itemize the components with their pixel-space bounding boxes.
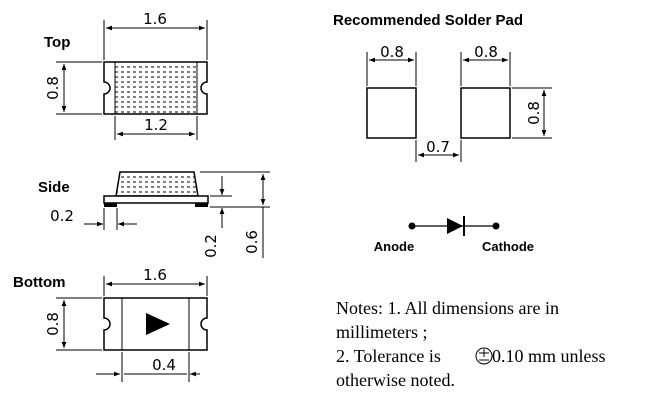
top-view-label: Top bbox=[44, 34, 70, 51]
plus-minus-icon bbox=[475, 347, 493, 365]
notes-line-1: Notes: 1. All dimensions are in bbox=[336, 298, 559, 318]
notes-line-3b: 0.10 mm unless bbox=[492, 346, 606, 366]
pad-left-width-dim: 0.8 bbox=[380, 43, 404, 61]
pad-height-dim: 0.8 bbox=[525, 101, 543, 125]
bottom-view-label: Bottom bbox=[13, 274, 66, 291]
top-width-dim: 1.6 bbox=[143, 10, 167, 28]
side-view-dome bbox=[115, 171, 199, 197]
anode-terminal bbox=[408, 222, 416, 230]
bottom-width-dim: 1.6 bbox=[143, 266, 167, 284]
cathode-terminal bbox=[492, 222, 500, 230]
notes-line-2: millimeters ; bbox=[336, 322, 428, 342]
side-body-dim: 0.2 bbox=[202, 234, 220, 258]
notes-line-3a: 2. Tolerance is bbox=[336, 346, 441, 366]
side-pad-dim: 0.2 bbox=[50, 207, 74, 225]
solder-pad-left bbox=[366, 87, 417, 139]
pad-gap-dim: 0.7 bbox=[426, 138, 450, 156]
diode-symbol: Anode Cathode bbox=[374, 216, 534, 254]
top-view: 1.6 0.8 1.2 bbox=[44, 10, 208, 140]
side-height-dim: 0.6 bbox=[243, 230, 261, 254]
anode-label: Anode bbox=[374, 239, 414, 254]
diode-triangle-icon bbox=[447, 218, 463, 234]
side-left-pad bbox=[104, 203, 117, 207]
bottom-height-dim: 0.8 bbox=[44, 312, 62, 336]
side-right-pad bbox=[195, 203, 208, 207]
bottom-view: 1.6 0.8 0.4 bbox=[44, 266, 208, 382]
side-view: 0.2 0.2 0.6 bbox=[50, 171, 270, 258]
solder-pad-diagram: 0.8 0.8 0.8 0.7 bbox=[366, 43, 552, 162]
pad-right-width-dim: 0.8 bbox=[474, 43, 498, 61]
solder-pad-title: Recommended Solder Pad bbox=[333, 12, 523, 29]
polarity-arrow-icon bbox=[146, 313, 170, 335]
notes: Notes: 1. All dimensions are in millimet… bbox=[336, 298, 606, 390]
top-inner-dim: 1.2 bbox=[144, 116, 168, 134]
top-height-dim: 0.8 bbox=[44, 76, 62, 100]
top-view-lens bbox=[114, 61, 198, 115]
side-view-substrate bbox=[103, 195, 209, 204]
side-view-label: Side bbox=[38, 179, 70, 196]
solder-pad-right bbox=[460, 87, 511, 139]
bottom-pad-dim: 0.4 bbox=[152, 356, 176, 374]
cathode-label: Cathode bbox=[482, 239, 534, 254]
notes-line-4: otherwise noted. bbox=[336, 370, 455, 390]
